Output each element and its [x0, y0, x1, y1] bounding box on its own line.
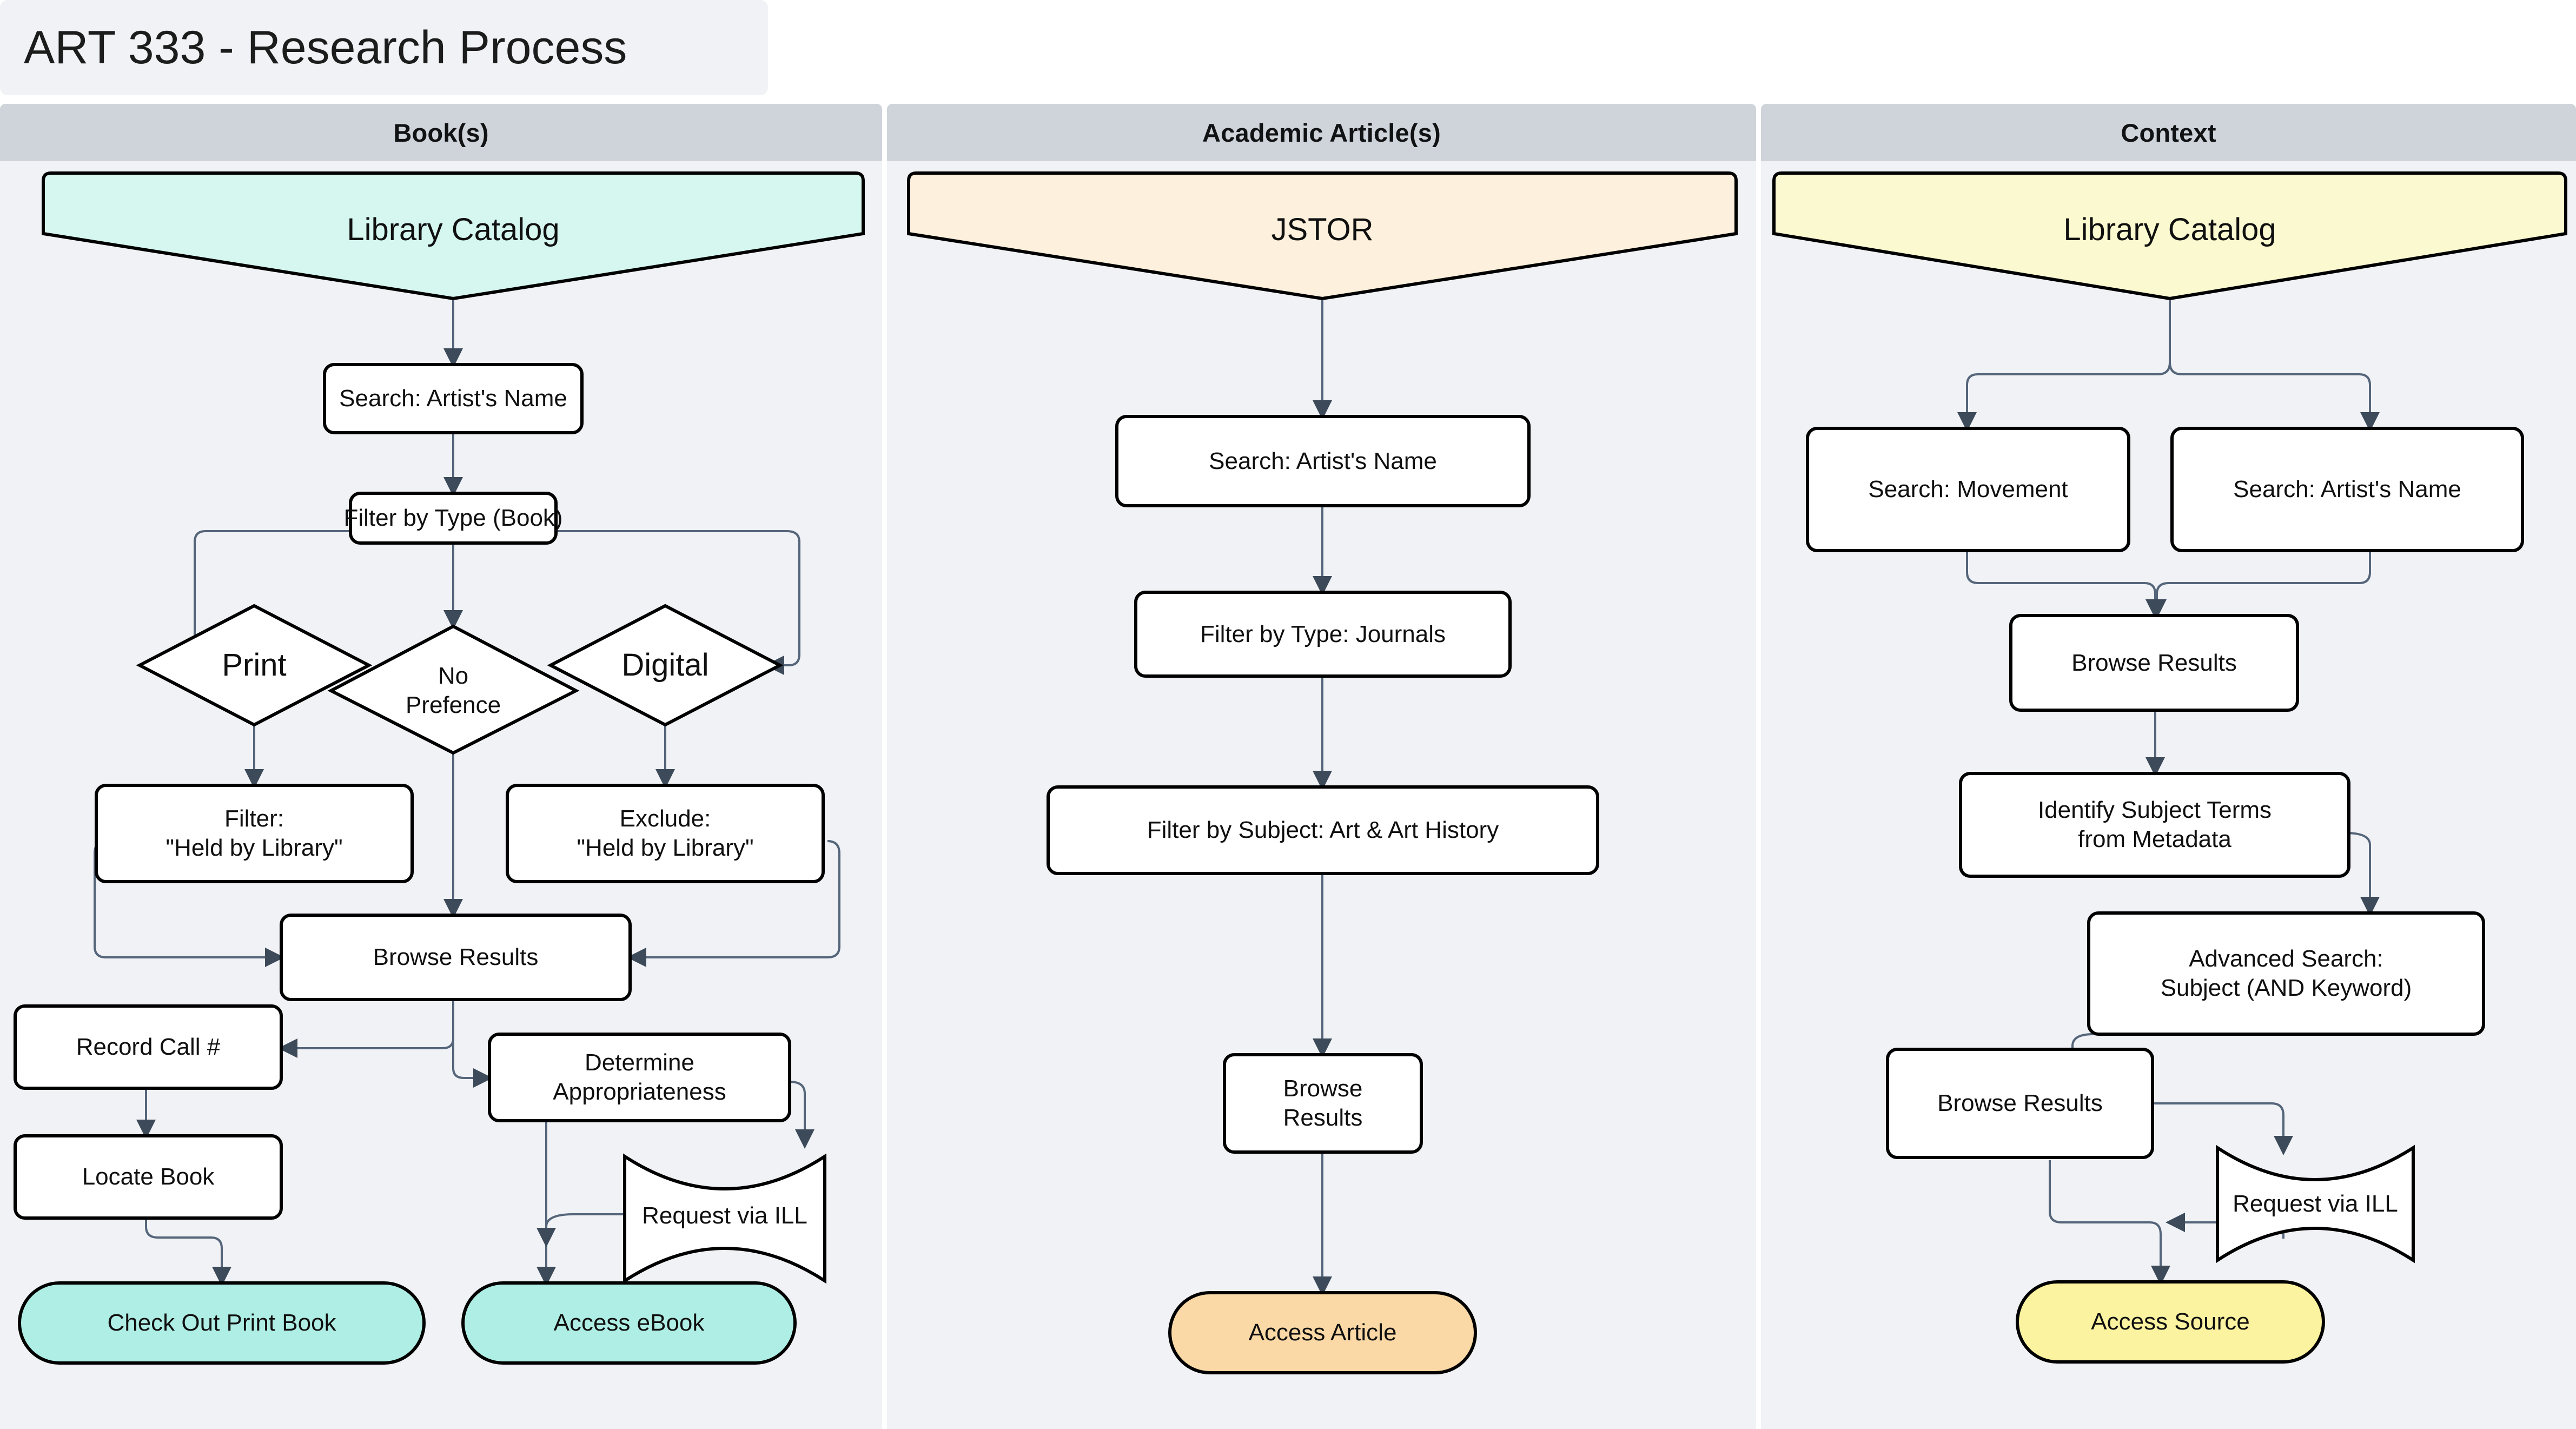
- node-label-c_artist[interactable]: Search: Artist's Name: [2233, 476, 2461, 503]
- swimlane-context: Context: [1761, 104, 2576, 1429]
- swimlane-articles: Academic Article(s): [887, 104, 1756, 1429]
- node-label-b_source[interactable]: Library Catalog: [347, 211, 560, 247]
- node-label-c_subjterms[interactable]: Identify Subject Terms from Metadata: [2037, 797, 2272, 852]
- node-label-c_advsearch[interactable]: Advanced Search: Subject (AND Keyword): [2160, 945, 2412, 1001]
- node-label-b_ebook[interactable]: Access eBook: [553, 1309, 705, 1337]
- node-label-c_movement[interactable]: Search: Movement: [1868, 476, 2068, 503]
- node-label-b_determine[interactable]: Determine Appropriateness: [553, 1049, 726, 1105]
- swimlane-label-context: Context: [2121, 118, 2216, 147]
- node-label-c_browse2[interactable]: Browse Results: [1937, 1090, 2103, 1117]
- swimlane-header-context: Context: [1761, 104, 2576, 161]
- node-label-b_filterheld[interactable]: Filter: "Held by Library": [165, 805, 343, 861]
- node-label-c_access[interactable]: Access Source: [2091, 1308, 2250, 1335]
- node-label-c_source[interactable]: Library Catalog: [2063, 211, 2276, 247]
- swimlane-label-articles: Academic Article(s): [1202, 118, 1441, 147]
- node-label-a_source[interactable]: JSTOR: [1271, 211, 1374, 247]
- swimlane-label-books: Book(s): [393, 118, 489, 147]
- diagram-title-box: ART 333 - Research Process: [0, 0, 768, 95]
- node-label-a_filtertype[interactable]: Filter by Type: Journals: [1200, 620, 1446, 647]
- node-label-b_excludeheld[interactable]: Exclude: "Held by Library": [577, 805, 754, 861]
- node-label-b_filtertype[interactable]: Filter by Type (Book): [343, 505, 563, 532]
- node-label-a_access[interactable]: Access Article: [1248, 1319, 1397, 1346]
- swimlane-header-articles: Academic Article(s): [887, 104, 1756, 161]
- node-label-b_ill[interactable]: Request via ILL: [642, 1202, 807, 1229]
- node-label-b_print[interactable]: Print: [222, 647, 287, 683]
- node-label-b_checkout[interactable]: Check Out Print Book: [107, 1309, 336, 1337]
- node-label-a_browse[interactable]: Browse Results: [1283, 1075, 1363, 1131]
- page-title: ART 333 - Research Process: [24, 22, 627, 74]
- swimlane-divider-2: [1756, 104, 1761, 1429]
- node-label-b_search[interactable]: Search: Artist's Name: [339, 385, 567, 412]
- node-label-b_browse[interactable]: Browse Results: [373, 944, 539, 971]
- swimlane-divider-1: [882, 104, 887, 1429]
- swimlane-header-books: Book(s): [0, 104, 882, 161]
- node-label-c_ill[interactable]: Request via ILL: [2233, 1190, 2398, 1218]
- node-label-b_digital[interactable]: Digital: [621, 647, 709, 683]
- node-label-b_nopref[interactable]: No Prefence: [405, 663, 501, 718]
- node-label-a_search[interactable]: Search: Artist's Name: [1209, 447, 1437, 474]
- node-label-a_filtersubject[interactable]: Filter by Subject: Art & Art History: [1147, 817, 1499, 844]
- node-label-b_locate[interactable]: Locate Book: [82, 1163, 215, 1190]
- node-label-b_callnum[interactable]: Record Call #: [76, 1034, 221, 1061]
- node-label-c_browse1[interactable]: Browse Results: [2071, 649, 2237, 676]
